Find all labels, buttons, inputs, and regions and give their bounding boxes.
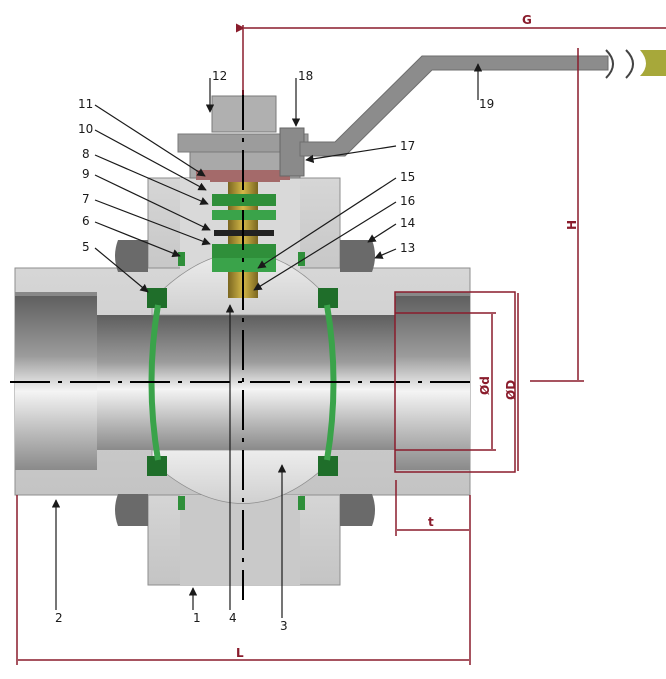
dim-label-phi-d: Ød xyxy=(478,376,492,395)
lever-handle xyxy=(299,49,666,157)
part-label-15: 15 xyxy=(400,170,415,184)
part-label-2: 2 xyxy=(55,611,63,625)
part-label-9: 9 xyxy=(82,167,90,181)
part-label-6: 6 xyxy=(82,214,90,228)
part-label-13: 13 xyxy=(400,241,415,255)
part-label-10: 10 xyxy=(78,122,93,136)
part-label-19: 19 xyxy=(479,97,494,111)
leader-lines xyxy=(51,63,483,618)
part-label-11: 11 xyxy=(78,97,93,111)
dim-label-h: H xyxy=(565,220,579,230)
dim-label-phi-big-d: ØD xyxy=(504,380,518,400)
part-label-1: 1 xyxy=(193,611,201,625)
part-label-4: 4 xyxy=(229,611,237,625)
part-label-3: 3 xyxy=(280,619,288,633)
part-label-17: 17 xyxy=(400,139,415,153)
dim-label-l: L xyxy=(236,646,244,660)
part-label-8: 8 xyxy=(82,147,90,161)
part-label-18: 18 xyxy=(298,69,313,83)
centerlines xyxy=(10,90,470,600)
dim-label-g: G xyxy=(522,13,532,27)
part-label-7: 7 xyxy=(82,192,90,206)
flange-bolts xyxy=(115,240,375,526)
part-label-14: 14 xyxy=(400,216,415,230)
part-label-16: 16 xyxy=(400,194,415,208)
part-label-5: 5 xyxy=(82,240,90,254)
dimension-lines xyxy=(16,23,666,665)
part-label-12: 12 xyxy=(212,69,227,83)
dim-label-t: t xyxy=(428,515,434,529)
